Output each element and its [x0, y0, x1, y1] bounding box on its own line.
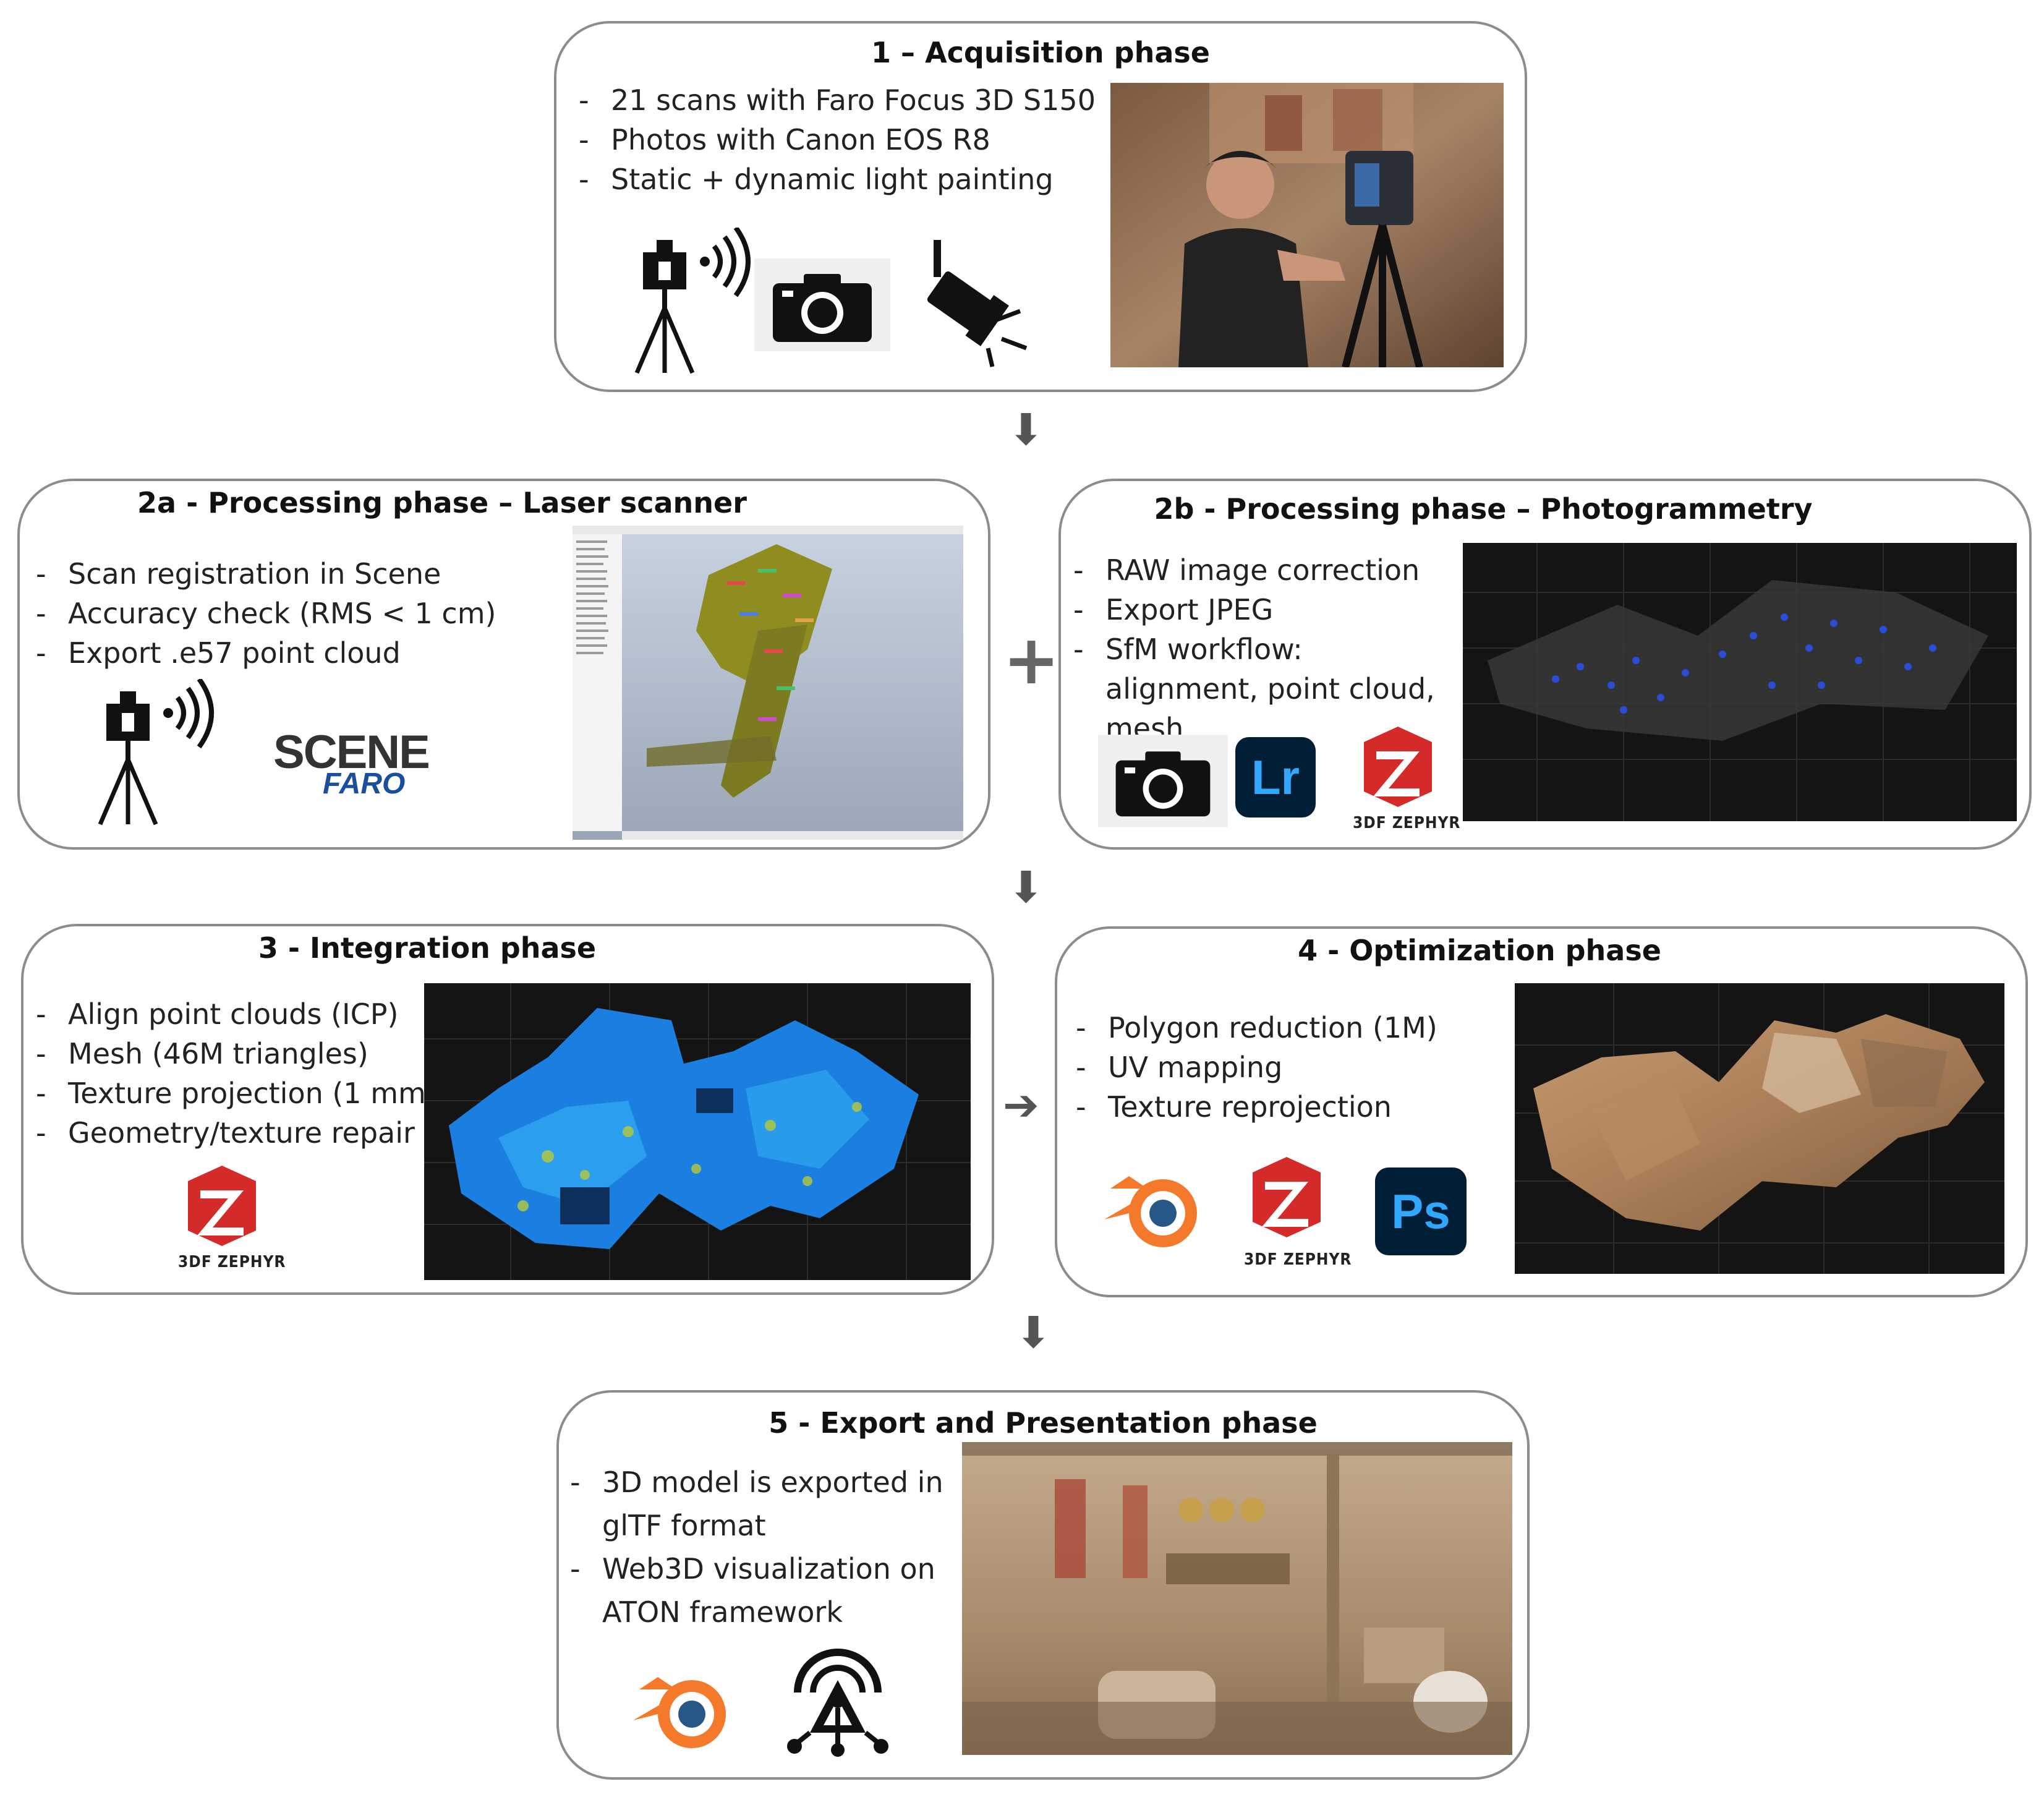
web3d-presentation-screenshot — [962, 1442, 1512, 1755]
list-item: RAW image correction — [1073, 550, 1457, 590]
arrow-down-1: ⬇ — [1008, 404, 1044, 455]
list-item: Texture projection (1 mm) — [36, 1074, 437, 1113]
list-item: Mesh (46M triangles) — [36, 1034, 437, 1074]
phase-2a-box: 2a - Processing phase – Laser scanner Sc… — [17, 479, 990, 850]
phase-5-bullets: 3D model is exported in glTF format Web3… — [570, 1461, 953, 1634]
list-item: Export .e57 point cloud — [36, 633, 496, 673]
list-item: Align point clouds (ICP) — [36, 994, 437, 1034]
phase-2b-bullets: RAW image correction Export JPEG SfM wor… — [1073, 550, 1457, 748]
acquisition-photo — [1110, 83, 1504, 367]
list-item: Web3D visualization on ATON framework — [570, 1547, 953, 1634]
phase-3-bullets: Align point clouds (ICP) Mesh (46M trian… — [36, 994, 437, 1153]
phase-3-title: 3 - Integration phase — [258, 931, 597, 965]
phase-2b-title: 2b - Processing phase – Photogrammetry — [1154, 492, 1813, 526]
list-item: Geometry/texture repair — [36, 1113, 437, 1153]
zephyr-label: 3DF ZEPHYR — [178, 1253, 286, 1271]
photogrammetry-screenshot — [1463, 543, 2017, 821]
blender-logo-icon — [633, 1665, 732, 1751]
phase-5-title: 5 - Export and Presentation phase — [769, 1406, 1318, 1440]
phase-2a-bullets: Scan registration in Scene Accuracy chec… — [36, 554, 496, 673]
phase-4-bullets: Polygon reduction (1M) UV mapping Textur… — [1076, 1008, 1437, 1127]
laser-scanner-icon — [631, 228, 754, 376]
integration-mesh-screenshot — [424, 983, 971, 1280]
list-item: Texture reprojection — [1076, 1087, 1437, 1127]
list-item: Export JPEG — [1073, 590, 1457, 630]
zephyr-label: 3DF ZEPHYR — [1244, 1250, 1352, 1269]
lightroom-logo: Lr — [1235, 737, 1316, 817]
list-item: Scan registration in Scene — [36, 554, 496, 594]
camera-icon — [754, 258, 890, 351]
faro-logo-text: FARO — [323, 767, 406, 800]
phase-5-box: 5 - Export and Presentation phase 3D mod… — [556, 1390, 1530, 1780]
scene-software-screenshot — [573, 526, 963, 840]
arrow-down-3: ⬇ — [1015, 1307, 1052, 1358]
camera-icon — [1098, 735, 1228, 827]
photoshop-logo: Ps — [1375, 1167, 1467, 1255]
phase-1-bullets: 21 scans with Faro Focus 3D S150 Photos … — [579, 80, 1096, 199]
arrow-right-3-4: ➔ — [1003, 1080, 1039, 1130]
list-item: 3D model is exported in glTF format — [570, 1461, 953, 1547]
phase-4-box: 4 - Optimization phase Polygon reduction… — [1055, 926, 2028, 1297]
phase-2a-title: 2a - Processing phase – Laser scanner — [137, 486, 747, 519]
list-item: 21 scans with Faro Focus 3D S150 — [579, 80, 1096, 120]
aton-logo-icon — [785, 1634, 890, 1757]
list-item: UV mapping — [1076, 1048, 1437, 1087]
zephyr-logo-icon — [1240, 1154, 1333, 1240]
list-item: Accuracy check (RMS < 1 cm) — [36, 594, 496, 633]
zephyr-logo-icon — [1352, 723, 1444, 810]
phase-4-title: 4 - Optimization phase — [1298, 934, 1661, 967]
list-item: Photos with Canon EOS R8 — [579, 120, 1096, 160]
list-item: Polygon reduction (1M) — [1076, 1008, 1437, 1048]
blender-logo-icon — [1104, 1164, 1203, 1250]
phase-2b-box: 2b - Processing phase – Photogrammetry R… — [1058, 479, 2032, 850]
phase-3-box: 3 - Integration phase Align point clouds… — [21, 924, 994, 1295]
plus-connector: + — [1003, 620, 1060, 699]
optimized-model-screenshot — [1515, 983, 2004, 1274]
list-item: Static + dynamic light painting — [579, 160, 1096, 199]
laser-scanner-icon — [94, 679, 218, 827]
phase-1-title: 1 – Acquisition phase — [871, 36, 1210, 69]
zephyr-logo-icon — [176, 1163, 268, 1249]
arrow-down-2: ⬇ — [1008, 862, 1044, 913]
scene-logo-text: SCENE — [273, 726, 430, 779]
zephyr-label: 3DF ZEPHYR — [1353, 814, 1461, 832]
spotlight-icon — [915, 240, 1033, 370]
phase-1-box: 1 – Acquisition phase 21 scans with Faro… — [554, 21, 1527, 392]
